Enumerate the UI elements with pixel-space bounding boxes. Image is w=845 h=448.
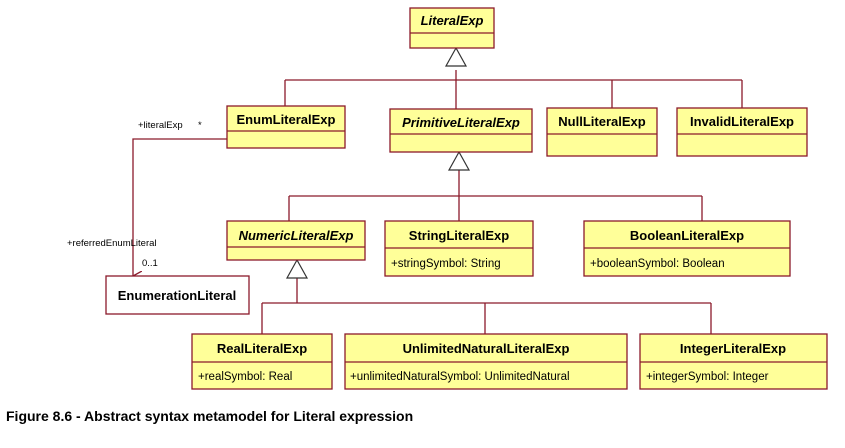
class-null-literal-exp: NullLiteralExp [546,107,658,157]
class-attribute: +unlimitedNaturalSymbol: UnlimitedNatura… [350,371,570,383]
class-integer-literal-exp: IntegerLiteralExp +integerSymbol: Intege… [639,333,828,390]
generalization-arrowhead [444,46,468,67]
class-attribute: +stringSymbol: String [391,258,501,270]
class-name: IntegerLiteralExp [680,341,786,356]
class-name: RealLiteralExp [217,341,307,356]
class-name: BooleanLiteralExp [630,228,744,243]
class-attribute: +integerSymbol: Integer [646,371,769,383]
class-enumeration-literal: EnumerationLiteral [105,275,250,315]
class-name: StringLiteralExp [409,228,509,243]
class-name: NullLiteralExp [558,114,645,129]
generalization-arrowhead [285,258,309,279]
generalization-primitive-literal-exp [288,150,703,221]
association-referred-enum-literal: +literalExp * +referredEnumLiteral 0..1 [67,120,227,276]
generalization-literal-exp [284,46,743,109]
generalization-numeric-literal-exp [261,258,712,334]
class-numeric-literal-exp: NumericLiteralExp [226,220,366,261]
class-name: UnlimitedNaturalLiteralExp [403,341,570,356]
class-name: EnumLiteralExp [237,112,336,127]
class-literal-exp: LiteralExp [409,7,495,49]
class-name: NumericLiteralExp [239,228,354,243]
class-enum-literal-exp: EnumLiteralExp [226,105,346,149]
figure-caption: Figure 8.6 - Abstract syntax metamodel f… [6,408,413,424]
class-name: EnumerationLiteral [118,288,236,303]
generalization-arrowhead [447,150,471,171]
class-primitive-literal-exp: PrimitiveLiteralExp [389,108,533,153]
class-unlimited-natural-literal-exp: UnlimitedNaturalLiteralExp +unlimitedNat… [344,333,628,390]
association-target-role: +referredEnumLiteral [67,238,157,249]
class-attribute: +booleanSymbol: Boolean [590,258,725,270]
class-invalid-literal-exp: InvalidLiteralExp [676,107,808,157]
association-source-role: +literalExp [138,120,183,131]
class-name: LiteralExp [421,13,484,28]
class-name: PrimitiveLiteralExp [402,115,520,130]
class-string-literal-exp: StringLiteralExp +stringSymbol: String [384,220,534,277]
class-attribute: +realSymbol: Real [198,371,292,383]
association-source-multiplicity: * [198,120,202,131]
association-target-multiplicity: 0..1 [142,258,158,269]
class-real-literal-exp: RealLiteralExp +realSymbol: Real [191,333,333,390]
class-name: InvalidLiteralExp [690,114,794,129]
class-boolean-literal-exp: BooleanLiteralExp +booleanSymbol: Boolea… [583,220,791,277]
